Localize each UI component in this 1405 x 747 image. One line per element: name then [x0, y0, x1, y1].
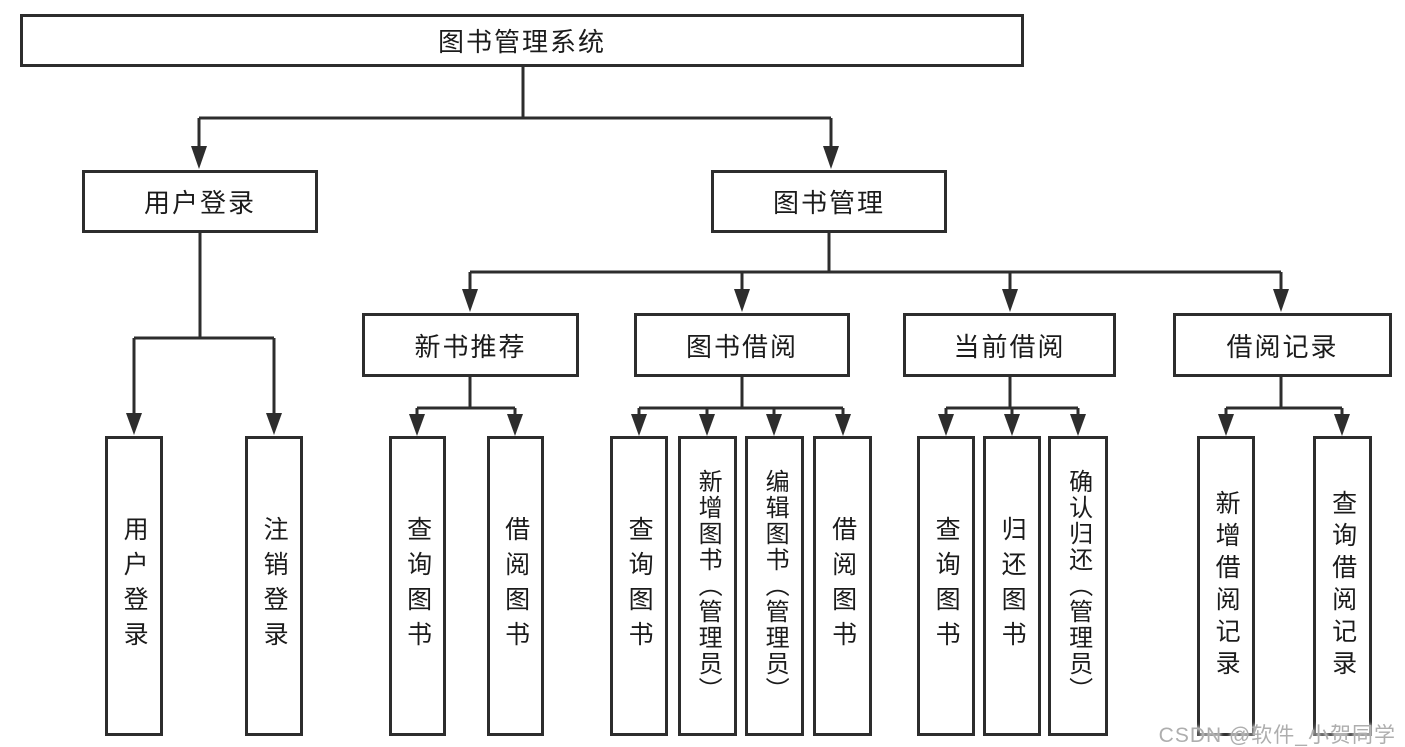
leaf-borrow-books-recommend-label: 借阅图书	[501, 516, 530, 656]
connector-root-to-level2	[191, 67, 839, 169]
leaf-edit-book-admin-label: 编辑图书（管理员）	[761, 469, 789, 703]
leaf-confirm-return-admin-label: 确认归还（管理员）	[1064, 469, 1092, 703]
connector-borrow-records-to-leaves	[1218, 377, 1350, 436]
node-root: 图书管理系统	[20, 14, 1024, 67]
leaf-borrow-books: 借阅图书	[813, 436, 872, 736]
connector-new-book-to-leaves	[409, 377, 523, 436]
node-new-book-recommend: 新书推荐	[362, 313, 579, 377]
leaf-query-borrow-record-label: 查询借阅记录	[1328, 490, 1357, 682]
leaf-logout: 注销登录	[245, 436, 303, 736]
leaf-user-login-label: 用户登录	[120, 516, 149, 656]
leaf-query-borrow-record: 查询借阅记录	[1313, 436, 1372, 736]
csdn-watermark: CSDN @软件_小贺同学	[1158, 724, 1396, 747]
leaf-borrow-books-label: 借阅图书	[828, 516, 857, 656]
node-user-login-label: 用户登录	[143, 188, 256, 218]
node-borrow-records-label: 借阅记录	[1226, 331, 1339, 362]
connector-current-borrow-to-leaves	[938, 377, 1086, 436]
leaf-add-book-admin: 新增图书（管理员）	[678, 436, 737, 736]
node-book-management-label: 图书管理	[772, 188, 885, 218]
leaf-query-books-borrow: 查询图书	[610, 436, 668, 736]
leaf-borrow-books-recommend: 借阅图书	[487, 436, 544, 736]
connector-book-management-to-level3	[462, 233, 1289, 312]
connector-book-borrow-to-leaves	[631, 377, 851, 436]
leaf-add-borrow-record: 新增借阅记录	[1197, 436, 1255, 736]
node-book-borrow: 图书借阅	[634, 313, 850, 377]
leaf-query-books-current-label: 查询图书	[932, 516, 961, 656]
node-root-label: 图书管理系统	[437, 27, 606, 57]
leaf-add-borrow-record-label: 新增借阅记录	[1212, 490, 1241, 682]
node-current-borrow: 当前借阅	[903, 313, 1116, 377]
node-new-book-recommend-label: 新书推荐	[414, 331, 527, 362]
node-book-management: 图书管理	[711, 170, 947, 233]
leaf-query-books-recommend: 查询图书	[389, 436, 446, 736]
leaf-edit-book-admin: 编辑图书（管理员）	[745, 436, 804, 736]
node-current-borrow-label: 当前借阅	[953, 331, 1066, 362]
node-borrow-records: 借阅记录	[1173, 313, 1392, 377]
leaf-return-book: 归还图书	[983, 436, 1041, 736]
leaf-return-book-label: 归还图书	[998, 516, 1027, 656]
node-user-login: 用户登录	[82, 170, 318, 233]
leaf-confirm-return-admin: 确认归还（管理员）	[1048, 436, 1108, 736]
leaf-query-books-current: 查询图书	[917, 436, 975, 736]
connector-user-login-to-leaves	[126, 233, 282, 435]
leaf-user-login: 用户登录	[105, 436, 163, 736]
leaf-query-books-recommend-label: 查询图书	[403, 516, 432, 656]
leaf-query-books-borrow-label: 查询图书	[625, 516, 654, 656]
leaf-add-book-admin-label: 新增图书（管理员）	[694, 469, 722, 703]
leaf-logout-label: 注销登录	[260, 516, 289, 656]
node-book-borrow-label: 图书借阅	[685, 331, 798, 362]
